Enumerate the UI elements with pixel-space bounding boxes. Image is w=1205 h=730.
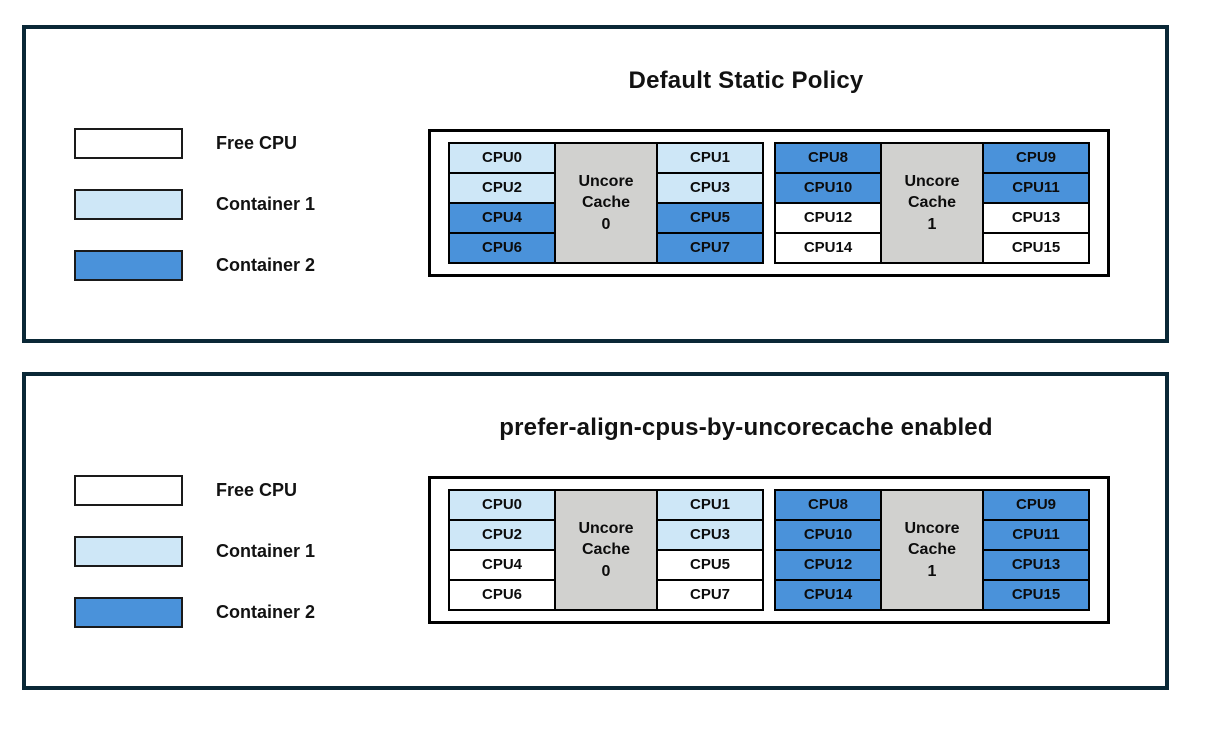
cpu-cell: CPU6 (448, 579, 556, 611)
legend: Free CPU Container 1 Container 2 (74, 128, 315, 311)
panel-prefer-align-cpus-by-uncorecache: prefer-align-cpus-by-uncorecache enabled… (22, 372, 1169, 690)
cpu-cell: CPU2 (448, 172, 556, 204)
uncore-cache-box-1: Uncore Cache 1 (880, 489, 984, 611)
legend-label: Container 2 (216, 255, 316, 275)
legend-item-free-cpu: Free CPU (74, 128, 315, 159)
cpu-column-left: CPU0 CPU2 CPU4 CPU6 (448, 142, 556, 264)
uncore-cache-label-line: Uncore (904, 173, 960, 191)
legend-item-free-cpu: Free CPU (74, 475, 315, 506)
uncore-cache-label-line: 0 (601, 215, 611, 233)
legend-item-container-1: Container 1 (74, 189, 315, 220)
cpu-cell: CPU5 (656, 202, 764, 234)
uncore-cache-label-line: 1 (927, 562, 937, 580)
cpu-cell: CPU14 (774, 232, 882, 264)
cpu-column-right: CPU9 CPU11 CPU13 CPU15 (982, 489, 1090, 611)
legend-item-container-1: Container 1 (74, 536, 315, 567)
cpu-cell: CPU10 (774, 172, 882, 204)
uncore-cache-box-0: Uncore Cache 0 (554, 142, 658, 264)
cpu-cell: CPU12 (774, 202, 882, 234)
uncore-cache-group-0: CPU0 CPU2 CPU4 CPU6 Uncore Cache 0 CPU1 … (448, 142, 764, 264)
cpu-cell: CPU8 (774, 142, 882, 174)
uncore-cache-box-1: Uncore Cache 1 (880, 142, 984, 264)
uncore-cache-label-line: Uncore (578, 520, 634, 538)
legend-swatch-container-1 (74, 536, 183, 567)
cpu-cell: CPU12 (774, 549, 882, 581)
uncore-cache-label-line: Cache (907, 194, 957, 212)
cpu-column-right: CPU1 CPU3 CPU5 CPU7 (656, 142, 764, 264)
cpu-column-left: CPU8 CPU10 CPU12 CPU14 (774, 489, 882, 611)
cpu-column-left: CPU0 CPU2 CPU4 CPU6 (448, 489, 556, 611)
cpu-cell: CPU3 (656, 172, 764, 204)
cpu-column-right: CPU1 CPU3 CPU5 CPU7 (656, 489, 764, 611)
panel-title: prefer-align-cpus-by-uncorecache enabled (499, 414, 993, 441)
uncore-cache-label-line: 0 (601, 562, 611, 580)
uncore-cache-group-0: CPU0 CPU2 CPU4 CPU6 Uncore Cache 0 CPU1 … (448, 489, 764, 611)
panel-title: Default Static Policy (628, 67, 864, 94)
cpu-cell: CPU0 (448, 489, 556, 521)
legend-swatch-container-1 (74, 189, 183, 220)
uncore-cache-box-0: Uncore Cache 0 (554, 489, 658, 611)
socket-diagram: CPU0 CPU2 CPU4 CPU6 Uncore Cache 0 CPU1 … (428, 129, 1110, 277)
cpu-cell: CPU7 (656, 579, 764, 611)
legend-label: Container 2 (216, 602, 316, 622)
uncore-cache-group-1: CPU8 CPU10 CPU12 CPU14 Uncore Cache 1 CP… (774, 142, 1090, 264)
cpu-cell: CPU11 (982, 519, 1090, 551)
legend-swatch-free-cpu (74, 475, 183, 506)
cpu-cell: CPU2 (448, 519, 556, 551)
cpu-cell: CPU0 (448, 142, 556, 174)
legend-swatch-container-2 (74, 597, 183, 628)
cpu-cell: CPU7 (656, 232, 764, 264)
legend-label: Container 1 (216, 541, 316, 561)
cpu-cell: CPU1 (656, 489, 764, 521)
cpu-column-left: CPU8 CPU10 CPU12 CPU14 (774, 142, 882, 264)
socket-diagram: CPU0 CPU2 CPU4 CPU6 Uncore Cache 0 CPU1 … (428, 476, 1110, 624)
uncore-cache-label-line: Cache (581, 194, 631, 212)
legend-label: Free CPU (216, 480, 298, 500)
cpu-cell: CPU14 (774, 579, 882, 611)
legend-swatch-free-cpu (74, 128, 183, 159)
uncore-cache-label-line: 1 (927, 215, 937, 233)
cpu-cell: CPU13 (982, 202, 1090, 234)
cpu-cell: CPU11 (982, 172, 1090, 204)
cpu-cell: CPU4 (448, 202, 556, 234)
cpu-cell: CPU15 (982, 232, 1090, 264)
cpu-cell: CPU8 (774, 489, 882, 521)
uncore-cache-label-line: Uncore (578, 173, 634, 191)
cpu-cell: CPU10 (774, 519, 882, 551)
legend-swatch-container-2 (74, 250, 183, 281)
cpu-cell: CPU5 (656, 549, 764, 581)
cpu-column-right: CPU9 CPU11 CPU13 CPU15 (982, 142, 1090, 264)
cpu-cell: CPU15 (982, 579, 1090, 611)
legend-item-container-2: Container 2 (74, 250, 315, 281)
cpu-cell: CPU9 (982, 489, 1090, 521)
legend: Free CPU Container 1 Container 2 (74, 475, 315, 658)
uncore-cache-label-line: Cache (907, 541, 957, 559)
uncore-cache-group-1: CPU8 CPU10 CPU12 CPU14 Uncore Cache 1 CP… (774, 489, 1090, 611)
cpu-cell: CPU6 (448, 232, 556, 264)
panel-default-static-policy: Default Static Policy Free CPU Container… (22, 25, 1169, 343)
uncore-cache-label-line: Cache (581, 541, 631, 559)
uncore-cache-label-line: Uncore (904, 520, 960, 538)
cpu-cell: CPU9 (982, 142, 1090, 174)
legend-label: Free CPU (216, 133, 298, 153)
cpu-cell: CPU4 (448, 549, 556, 581)
legend-item-container-2: Container 2 (74, 597, 315, 628)
cpu-cell: CPU13 (982, 549, 1090, 581)
cpu-cell: CPU3 (656, 519, 764, 551)
legend-label: Container 1 (216, 194, 316, 214)
cpu-cell: CPU1 (656, 142, 764, 174)
